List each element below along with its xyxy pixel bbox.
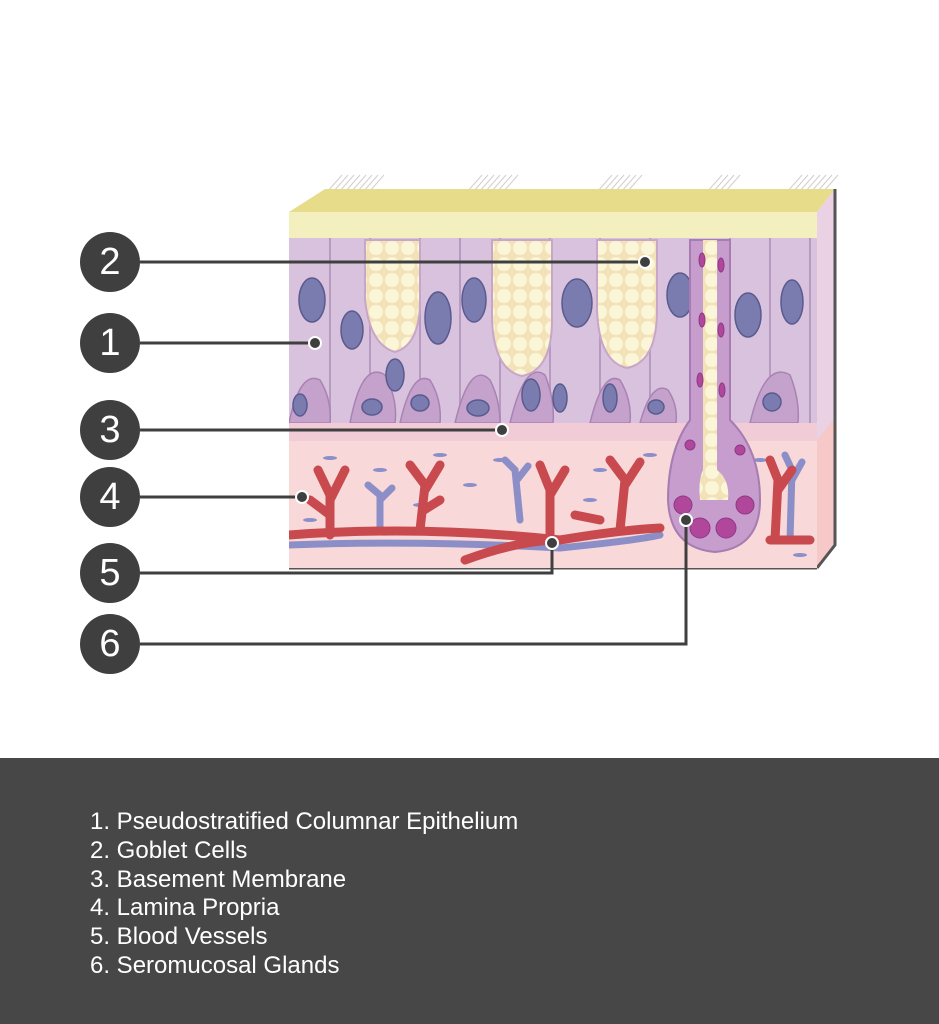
callout-3: 3 [80, 400, 140, 460]
callout-number: 6 [99, 623, 120, 665]
callout-6: 6 [80, 614, 140, 674]
callout-number: 3 [99, 409, 120, 451]
callout-4: 4 [80, 467, 140, 527]
mucus-top-face [289, 189, 835, 212]
seromucosal-gland [666, 239, 762, 554]
pointer-dot [308, 336, 322, 350]
cilia [319, 174, 839, 201]
callout-number: 1 [99, 322, 120, 364]
callout-2: 2 [80, 232, 140, 292]
legend-item: 6. Seromucosal Glands [90, 951, 340, 979]
goblet-cell [596, 239, 658, 370]
pointer-dot [545, 536, 559, 550]
tissue-illustration: 2 1 3 4 5 6 [80, 174, 839, 674]
legend-list: 1. Pseudostratified Columnar Epithelium … [90, 808, 518, 981]
callout-number: 4 [99, 476, 120, 518]
pointer-dot [679, 513, 693, 527]
pointer-dot [295, 490, 309, 504]
callout-5: 5 [80, 543, 140, 603]
legend-item: 4. Lamina Propria [90, 894, 280, 922]
pointer-dot [638, 255, 652, 269]
arteries [289, 455, 815, 565]
legend-item: 1. Pseudostratified Columnar Epithelium [90, 808, 519, 835]
legend-item: 5. Blood Vessels [90, 923, 268, 951]
leader-lines [140, 260, 688, 646]
callout-number: 5 [99, 552, 120, 594]
legend-item: 3. Basement Membrane [90, 865, 347, 893]
callout-1: 1 [80, 313, 140, 373]
goblet-cell [364, 239, 421, 354]
tissue-diagram: 2 1 3 4 5 6 [80, 174, 839, 674]
pointer-dot [495, 423, 509, 437]
goblet-cell [491, 239, 553, 378]
legend-item: 2. Goblet Cells [90, 836, 248, 864]
legend-panel: 1. Pseudostratified Columnar Epithelium … [0, 758, 939, 1024]
callout-number: 2 [99, 241, 120, 283]
block-side-lamina [817, 418, 835, 568]
